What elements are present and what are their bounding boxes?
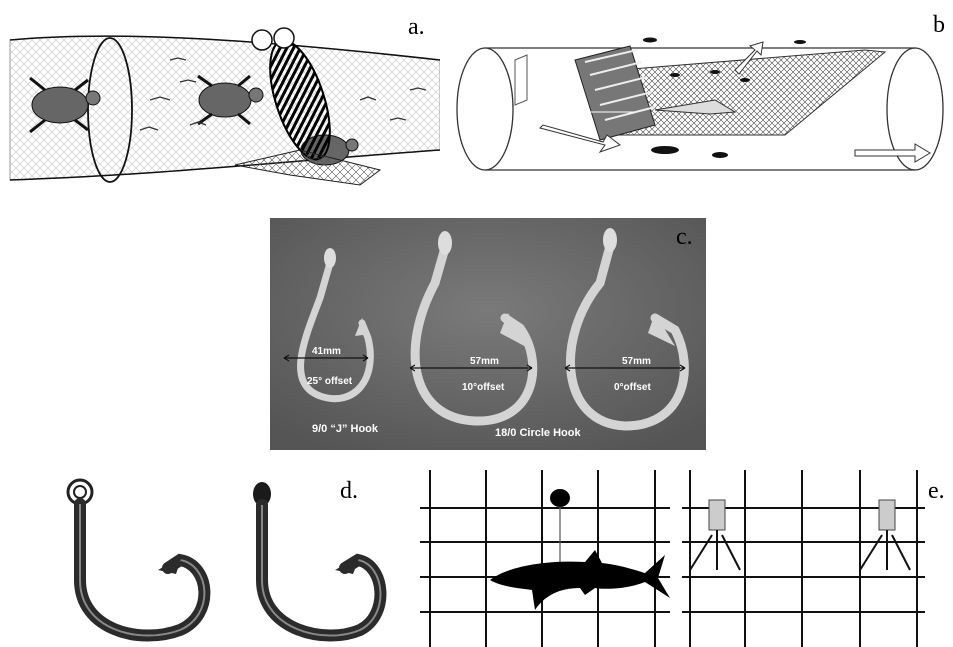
circle-hook-1-offset: 10°offset	[462, 382, 505, 393]
float-left	[252, 30, 272, 50]
panel-c-label: c.	[676, 224, 693, 251]
panel-d-label: d.	[340, 478, 358, 505]
ringed-circle-hook	[68, 480, 204, 636]
hook-comparison-photo: 41mm 25° offset 57mm 10°offset 57mm 0°of…	[270, 218, 706, 450]
j-hook-width: 41mm	[312, 346, 341, 357]
circle-hooks-illustration	[40, 470, 390, 647]
panel-c-hook-photo: 41mm 25° offset 57mm 10°offset 57mm 0°of…	[270, 218, 706, 450]
j-hook-caption: 9/0 “J” Hook	[312, 423, 379, 435]
circle-hook-1-width: 57mm	[470, 356, 499, 367]
deterrent-device-2	[860, 500, 910, 570]
panel-d-circle-hooks: d.	[40, 470, 390, 647]
circle-hook-2-offset: 0°offset	[614, 382, 651, 393]
panel-e-label: e.	[928, 478, 945, 505]
shark-silhouette	[490, 550, 670, 610]
tube-front	[457, 48, 513, 170]
float-right	[274, 28, 294, 48]
circle-hook-2-width: 57mm	[622, 356, 651, 367]
panel-e-shark-net: e.	[420, 470, 953, 647]
float-buoy	[550, 489, 570, 507]
circle-hook-caption: 18/0 Circle Hook	[495, 427, 581, 439]
shark-net-illustration	[420, 470, 953, 647]
j-hook-offset: 25° offset	[307, 376, 353, 387]
trawl-net-illustration	[0, 0, 440, 190]
deterrent-device-1	[690, 500, 740, 570]
needle-eye-circle-hook	[253, 482, 380, 636]
panel-b-bycatch-reduction-device: b	[445, 0, 953, 190]
bycatch-device-illustration	[445, 0, 953, 190]
escape-grid	[575, 46, 655, 140]
panel-b-label: b	[933, 12, 945, 39]
panel-a-turtle-excluder: a.	[0, 0, 440, 190]
panel-a-label: a.	[408, 14, 425, 41]
